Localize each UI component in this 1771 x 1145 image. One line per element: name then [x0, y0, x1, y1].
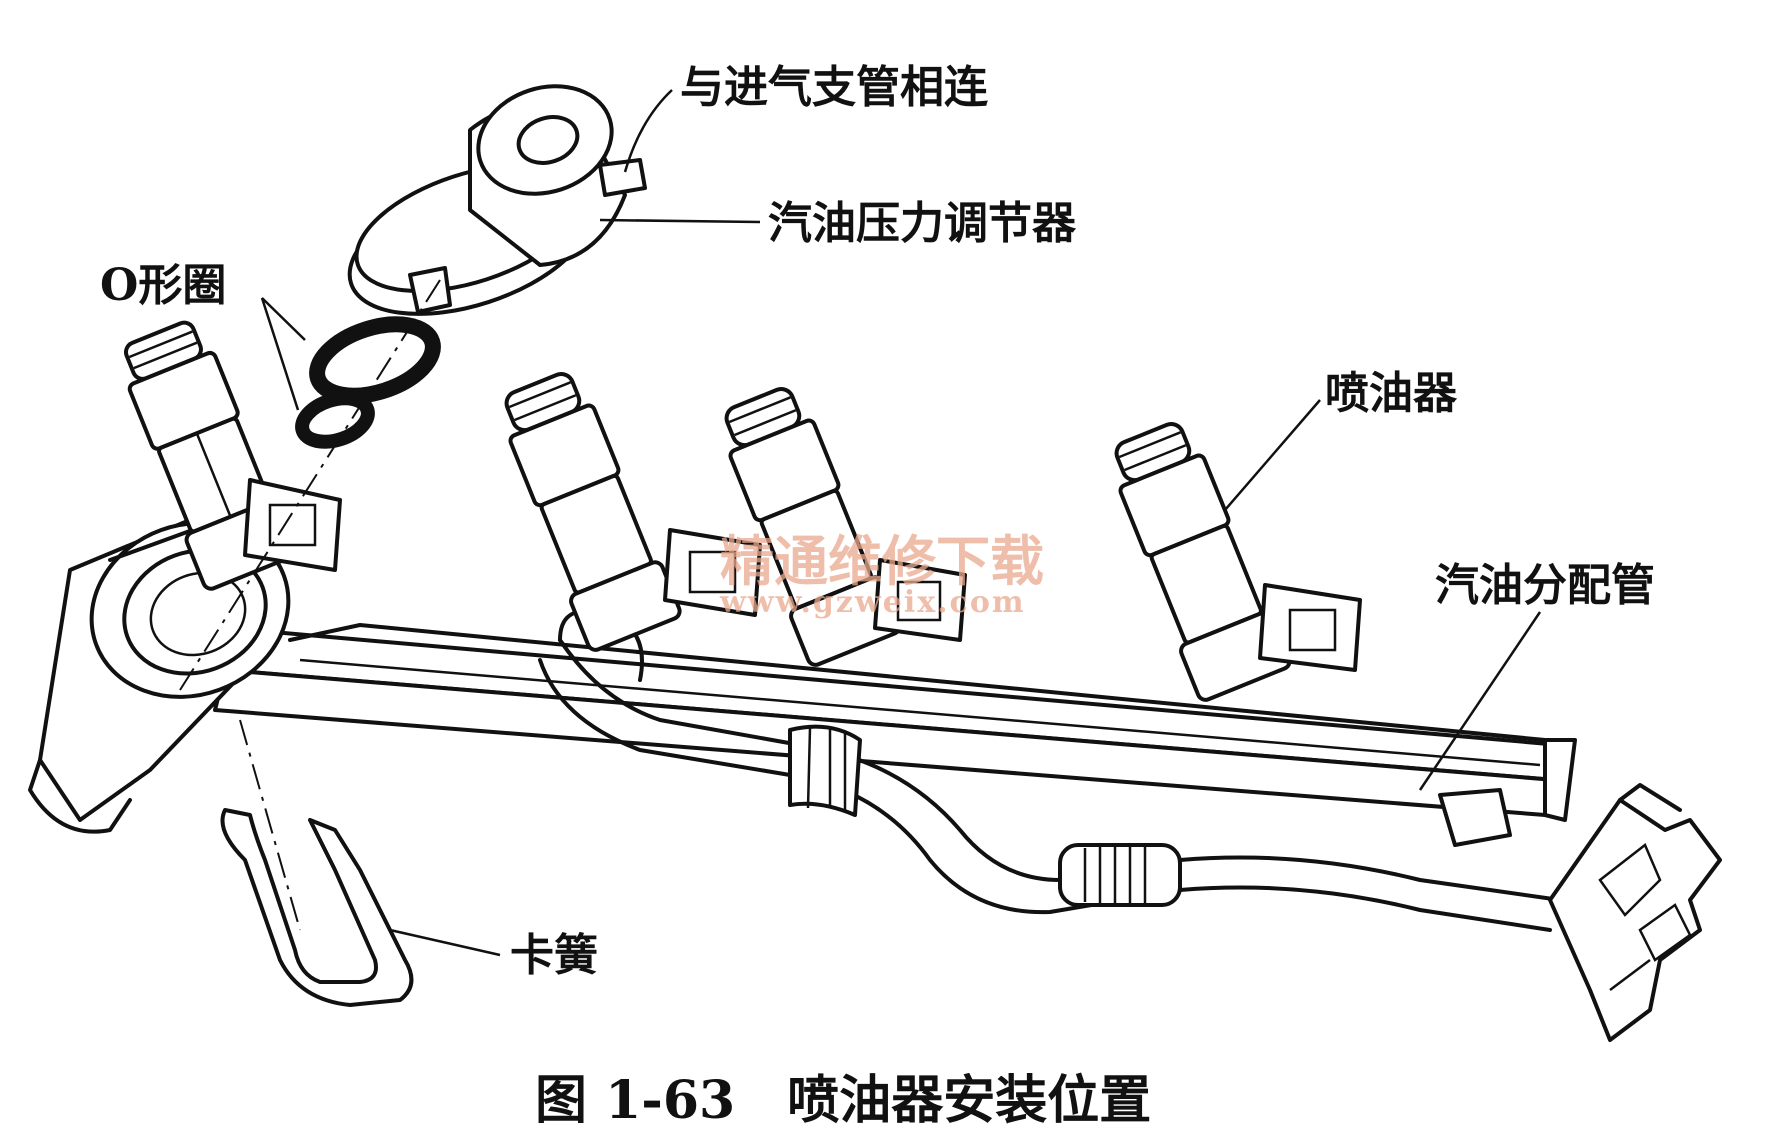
rail-clamp: [788, 724, 862, 817]
spring-clip: [220, 808, 414, 1007]
watermark-url: www.gzweix.com: [719, 585, 1026, 620]
fuel-return-line: [538, 609, 1562, 932]
label-pressure-regulator: 汽油压力调节器: [768, 198, 1077, 249]
leader-lines: [260, 89, 1542, 957]
injector-1-connector: [243, 478, 342, 572]
label-spring-clip: 卡簧: [510, 930, 598, 981]
o-rings: [295, 316, 441, 449]
assembly-axis: [179, 279, 441, 691]
fuel-pressure-regulator: [347, 84, 647, 316]
injector-4-connector: [1258, 583, 1362, 672]
label-o-ring: O形圈: [100, 260, 226, 311]
watermark-text: 精通维修下载: [720, 529, 1044, 593]
injector-2-connector: [663, 528, 762, 617]
injector-4: [1114, 422, 1292, 702]
fuel-inlet-connector: [1548, 783, 1722, 1042]
label-manifold-connection: 与进气支管相连: [680, 62, 988, 113]
label-fuel-rail: 汽油分配管: [1435, 560, 1655, 611]
injector-3-connector: [873, 558, 967, 642]
injector-3: [724, 387, 902, 667]
figure-caption: 图 1-63 喷油器安装位置: [535, 1070, 1151, 1131]
clip-axis: [239, 719, 301, 931]
label-injector: 喷油器: [1325, 368, 1458, 419]
injector-2: [504, 372, 682, 652]
fuel-rail: [213, 623, 1577, 822]
hose-coupling: [1058, 843, 1182, 907]
